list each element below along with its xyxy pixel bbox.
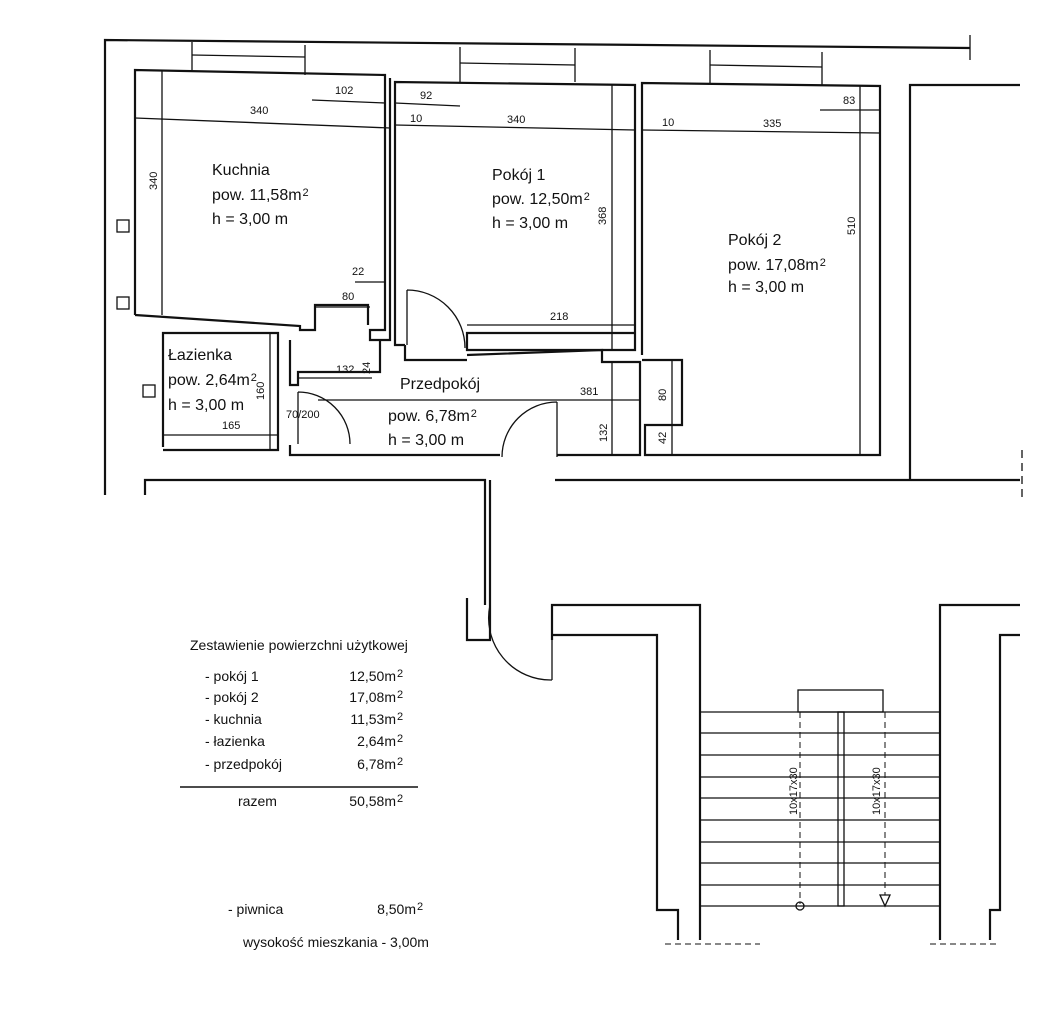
dim-80-b: 80 [657, 389, 669, 401]
room-name: Przedpokój [400, 376, 480, 393]
summary-row-label: - pokój 2 [205, 689, 259, 705]
dimension-lines [134, 70, 881, 455]
sup: 2 [471, 408, 477, 420]
summary-total-label: razem [238, 793, 277, 809]
room-area: pow. 6,78m [388, 408, 470, 425]
dim-42: 42 [657, 432, 669, 444]
dim-510: 510 [846, 217, 858, 235]
room-name: Łazienka [168, 347, 232, 364]
summary-row-value: 17,08m [349, 689, 396, 705]
sup: 2 [397, 689, 403, 701]
area-summary: Zestawienie powierzchni użytkowej - pokó… [180, 637, 429, 950]
dim-102: 102 [335, 85, 353, 97]
vent-icon [142, 384, 156, 398]
dim-92: 92 [420, 90, 432, 102]
dim-160: 160 [255, 382, 267, 400]
dim-22: 22 [352, 266, 364, 278]
dim-340-kuchnia: 340 [250, 105, 268, 117]
sup: 2 [584, 191, 590, 203]
summary-total-value: 50,58m [349, 793, 396, 809]
room-name: Pokój 1 [492, 167, 545, 184]
room-height: h = 3,00 m [388, 432, 464, 449]
sup: 2 [820, 257, 826, 269]
room-height: h = 3,00 m [728, 279, 804, 296]
door-label-lazienka: 70/200 [286, 409, 320, 421]
dim-24: 24 [361, 362, 373, 374]
room-lazienka: Łazienka pow. 2,64m 2 h = 3,00 m [142, 347, 257, 414]
room-przedpokoj: Przedpokój pow. 6,78m 2 h = 3,00 m [388, 376, 480, 449]
summary-title: Zestawienie powierzchni użytkowej [190, 637, 408, 653]
dim-83: 83 [843, 95, 855, 107]
room-height: h = 3,00 m [492, 215, 568, 232]
summary-row-value: 12,50m [349, 668, 396, 684]
dimension-labels: 102 92 340 10 340 10 335 83 340 368 510 … [148, 85, 858, 444]
sup: 2 [303, 187, 309, 199]
dim-132-b: 132 [598, 424, 610, 442]
cellar-value: 8,50m [377, 901, 416, 917]
vent-icon [116, 219, 130, 233]
dim-165: 165 [222, 420, 240, 432]
room-name: Kuchnia [212, 162, 270, 179]
summary-row-value: 6,78m [357, 756, 396, 772]
dim-381: 381 [580, 386, 598, 398]
room-pokoj-1: Pokój 1 pow. 12,50m 2 h = 3,00 m [492, 167, 590, 232]
room-area: pow. 11,58m [212, 187, 302, 204]
dim-218: 218 [550, 311, 568, 323]
dim-368: 368 [597, 207, 609, 225]
room-height: h = 3,00 m [168, 397, 244, 414]
room-height: h = 3,00 m [212, 211, 288, 228]
sup: 2 [251, 372, 257, 384]
room-kuchnia: Kuchnia pow. 11,58m 2 h = 3,00 m [212, 162, 309, 228]
sup: 2 [397, 733, 403, 745]
sup: 2 [397, 793, 403, 805]
room-name: Pokój 2 [728, 232, 781, 249]
sup: 2 [397, 756, 403, 768]
summary-row-label: - pokój 1 [205, 668, 259, 684]
dim-132-a: 132 [336, 364, 354, 376]
chimney-icon [116, 296, 130, 310]
sup: 2 [397, 668, 403, 680]
stair-arrow-icon [878, 894, 892, 908]
walls [103, 35, 1023, 945]
room-area: pow. 17,08m [728, 257, 819, 274]
summary-row-label: - przedpokój [205, 756, 282, 772]
room-pokoj-2: Pokój 2 pow. 17,08m 2 h = 3,00 m [728, 232, 826, 296]
sup: 2 [417, 901, 423, 913]
stairs-label-left: 10x17x30 [788, 767, 800, 815]
sup: 2 [397, 711, 403, 723]
dim-80: 80 [342, 291, 354, 303]
summary-row-label: - kuchnia [205, 711, 262, 727]
cellar-label: - piwnica [228, 901, 283, 917]
stair-start-icon [795, 901, 805, 911]
dim-340-pokoj1: 340 [507, 114, 525, 126]
room-area: pow. 12,50m [492, 191, 583, 208]
summary-row-value: 11,53m [350, 711, 396, 727]
summary-row-label: - łazienka [205, 733, 265, 749]
dim-335: 335 [763, 118, 781, 130]
apartment-height-note: wysokość mieszkania - 3,00m [242, 934, 429, 950]
room-area: pow. 2,64m [168, 372, 250, 389]
doors: 70/200 [286, 289, 558, 681]
summary-row-value: 2,64m [357, 733, 396, 749]
dim-10-a: 10 [410, 113, 422, 125]
dim-340-vertical: 340 [148, 172, 160, 190]
staircase: 10x17x30 10x17x30 [700, 689, 940, 911]
dim-10-b: 10 [662, 117, 674, 129]
stairs-label-right: 10x17x30 [871, 767, 883, 815]
